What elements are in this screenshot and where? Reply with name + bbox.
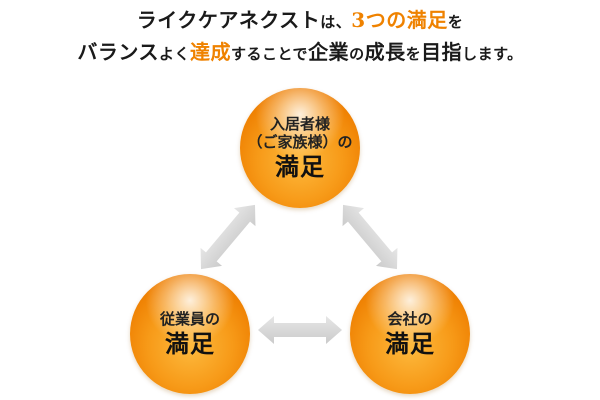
node-title: 満足 — [275, 151, 325, 181]
node-label: 従業員の — [159, 309, 220, 328]
double-arrow-bottom — [258, 316, 342, 344]
company-satisfaction-node: 会社の 満足 — [350, 274, 470, 394]
heading-accent-achieve: 達成 — [190, 40, 231, 64]
heading-text: バランス — [77, 40, 159, 64]
heading-text: の — [349, 45, 365, 63]
double-arrow-top-left — [200, 204, 256, 270]
heading-text: は、 — [320, 13, 352, 31]
resident-satisfaction-node: 入居者様 （ご家族様）の 満足 — [240, 88, 360, 208]
heading-text: を — [447, 13, 464, 31]
heading-text: 企業 — [308, 40, 350, 64]
heading-accent-three-satisfactions: 3つの満足 — [351, 8, 448, 32]
heading-text: よく — [158, 45, 190, 63]
employee-satisfaction-node: 従業員の 満足 — [130, 274, 250, 394]
heading-text: します。 — [462, 45, 523, 63]
heading-text: を — [405, 45, 422, 63]
heading-text: することで — [231, 45, 309, 63]
double-arrow-top-right — [342, 204, 398, 270]
heading-text: 成長 — [364, 40, 406, 64]
node-label: （ご家族様）の — [247, 132, 353, 151]
node-label: 入居者様 — [269, 114, 330, 133]
heading-line-1: ライクケアネクストは、3つの満足を — [0, 4, 600, 33]
node-title: 満足 — [165, 328, 215, 358]
heading-text: 目指 — [421, 40, 463, 64]
company-name: ライクケアネクスト — [136, 8, 321, 32]
node-label: 会社の — [387, 309, 433, 328]
node-title: 満足 — [385, 328, 435, 358]
heading-line-2: バランスよく達成することで企業の成長を目指します。 — [0, 36, 600, 65]
